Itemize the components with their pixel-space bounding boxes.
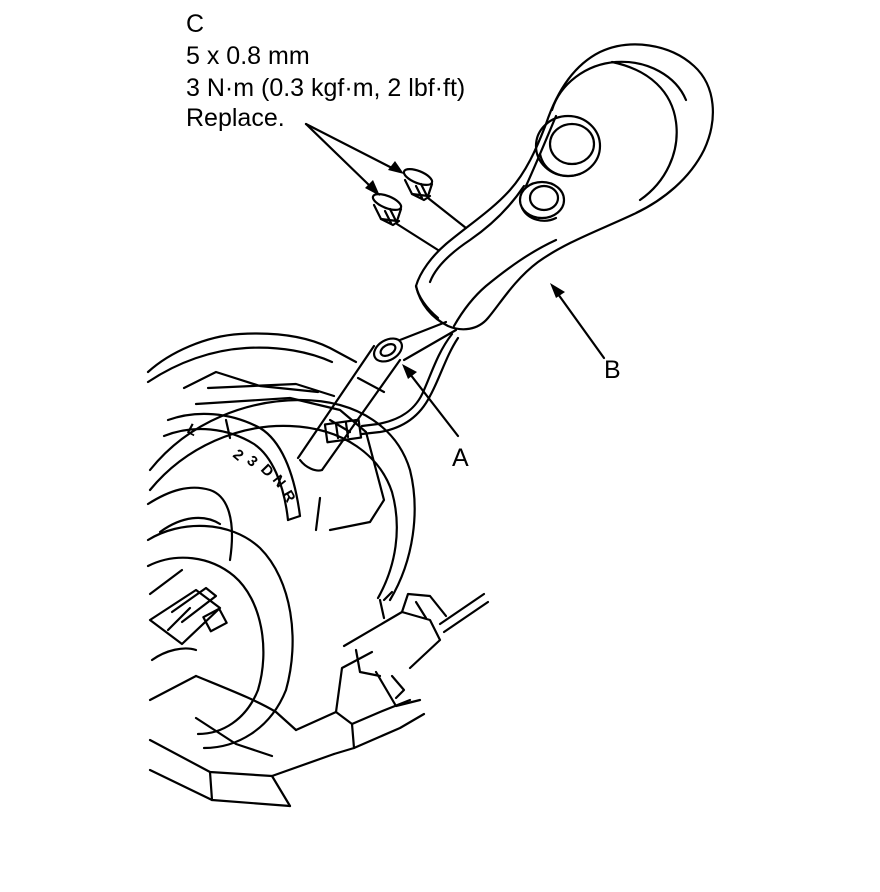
- screw-upper: [402, 167, 434, 202]
- callout-c-letter: C: [186, 10, 205, 38]
- label-b: B: [604, 356, 621, 384]
- console-housing: [146, 332, 490, 808]
- callout-c-size: 5 x 0.8 mm: [186, 42, 310, 70]
- leader-b: [556, 292, 606, 360]
- gear-position-n: N: [269, 472, 289, 491]
- gear-position-l: L: [184, 421, 200, 440]
- arrowhead-a: [402, 364, 417, 379]
- gear-indicator: L 2 3 D N R: [184, 421, 299, 506]
- arrowhead-c-upper: [388, 161, 404, 174]
- label-a: A: [452, 444, 469, 472]
- shift-lever-shaft: [296, 320, 458, 472]
- leader-lines: [304, 122, 606, 438]
- screw-guide-upper: [426, 196, 468, 230]
- leader-c-upper: [304, 122, 394, 170]
- screw-guide-lower: [395, 222, 440, 252]
- shift-knob: [414, 43, 714, 331]
- leader-c-lower: [304, 122, 372, 188]
- arrowhead-c-lower: [365, 180, 380, 196]
- callout-c-note: Replace.: [186, 104, 285, 132]
- gear-position-2: 2: [229, 446, 246, 464]
- screw-lower: [371, 192, 403, 227]
- gear-position-3: 3: [243, 452, 261, 470]
- arrowhead-b: [550, 283, 565, 298]
- wire-harness: [360, 332, 460, 436]
- leader-a: [408, 372, 460, 438]
- callout-c-torque: 3 N·m (0.3 kgf·m, 2 lbf·ft): [186, 74, 466, 102]
